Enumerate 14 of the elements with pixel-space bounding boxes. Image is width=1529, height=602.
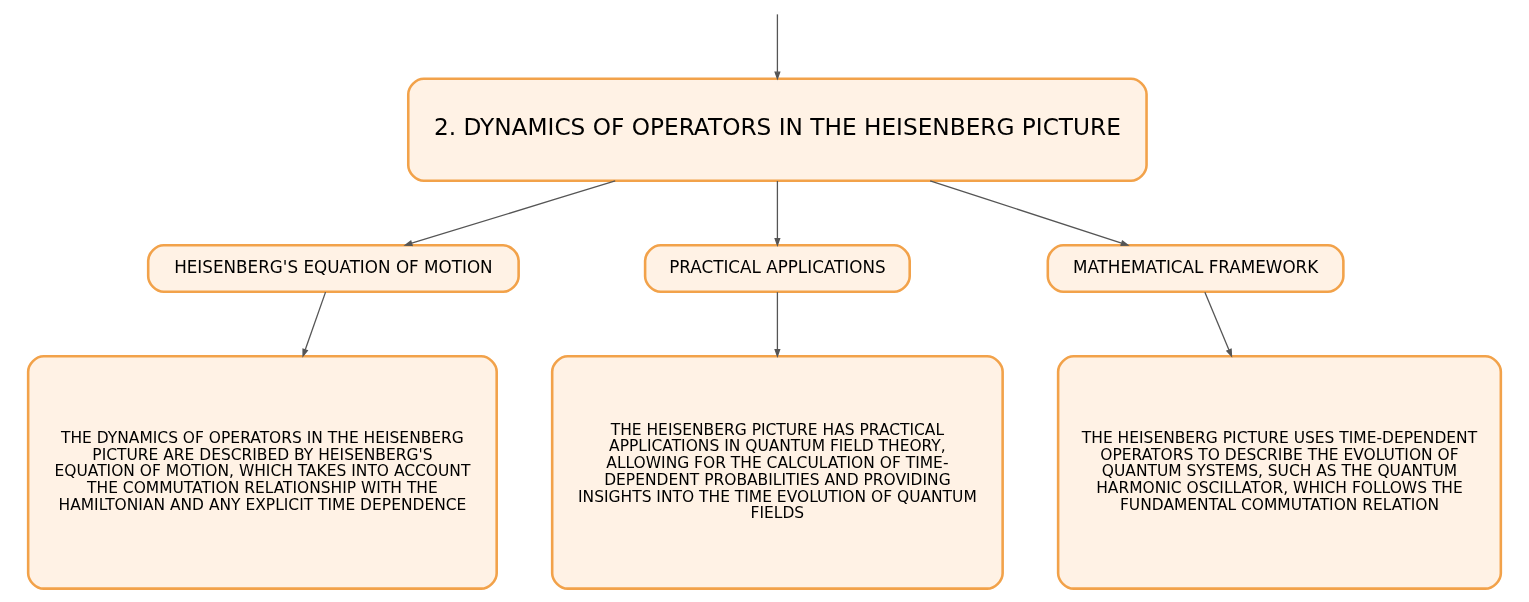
node-box: 2. DYNAMICS OF OPERATORS IN THE HEISENBERG PICTURE — [406, 77, 1148, 183]
arrow — [1204, 291, 1233, 358]
arrow — [774, 180, 781, 248]
arrow — [403, 180, 616, 247]
arrow — [774, 291, 781, 358]
arrow — [929, 180, 1130, 247]
node-box: HEISENBERG'S EQUATION OF MOTION — [146, 244, 520, 294]
arrow — [774, 13, 781, 81]
node-box: PRACTICAL APPLICATIONS — [643, 244, 911, 294]
arrow — [302, 291, 327, 358]
node-box: THE HEISENBERG PICTURE USES TIME-DEPENDENT OPERATORS TO DESCRIBE THE EVOLUTION OF QUANTUM SYSTEMS, SUCH AS THE QUANTUM HARMONIC OSCILLATOR, WHICH FOLLOWS THE FUNDAMENTAL COMMUTATION RELATION — [1056, 355, 1503, 590]
node-box: THE DYNAMICS OF OPERATORS IN THE HEISENBERG PICTURE ARE DESCRIBED BY HEISENBERG'S EQUATION OF MOTION, WHICH TAKES INTO ACCOUNT THE COMMUTATION RELATIONSHIP WITH THE HAMILTONIAN AND ANY EXPLICIT TIME DEPENDENCE — [26, 355, 498, 590]
node-box: THE HEISENBERG PICTURE HAS PRACTICAL APPLICATIONS IN QUANTUM FIELD THEORY, ALLOWING FOR THE CALCULATION OF TIME-DEPENDENT PROBABILITIES AND PROVIDING INSIGHTS INTO THE TIME EVOLUTION OF QUANTUM FIELDS — [550, 355, 1004, 590]
node-box: MATHEMATICAL FRAMEWORK — [1046, 244, 1345, 294]
